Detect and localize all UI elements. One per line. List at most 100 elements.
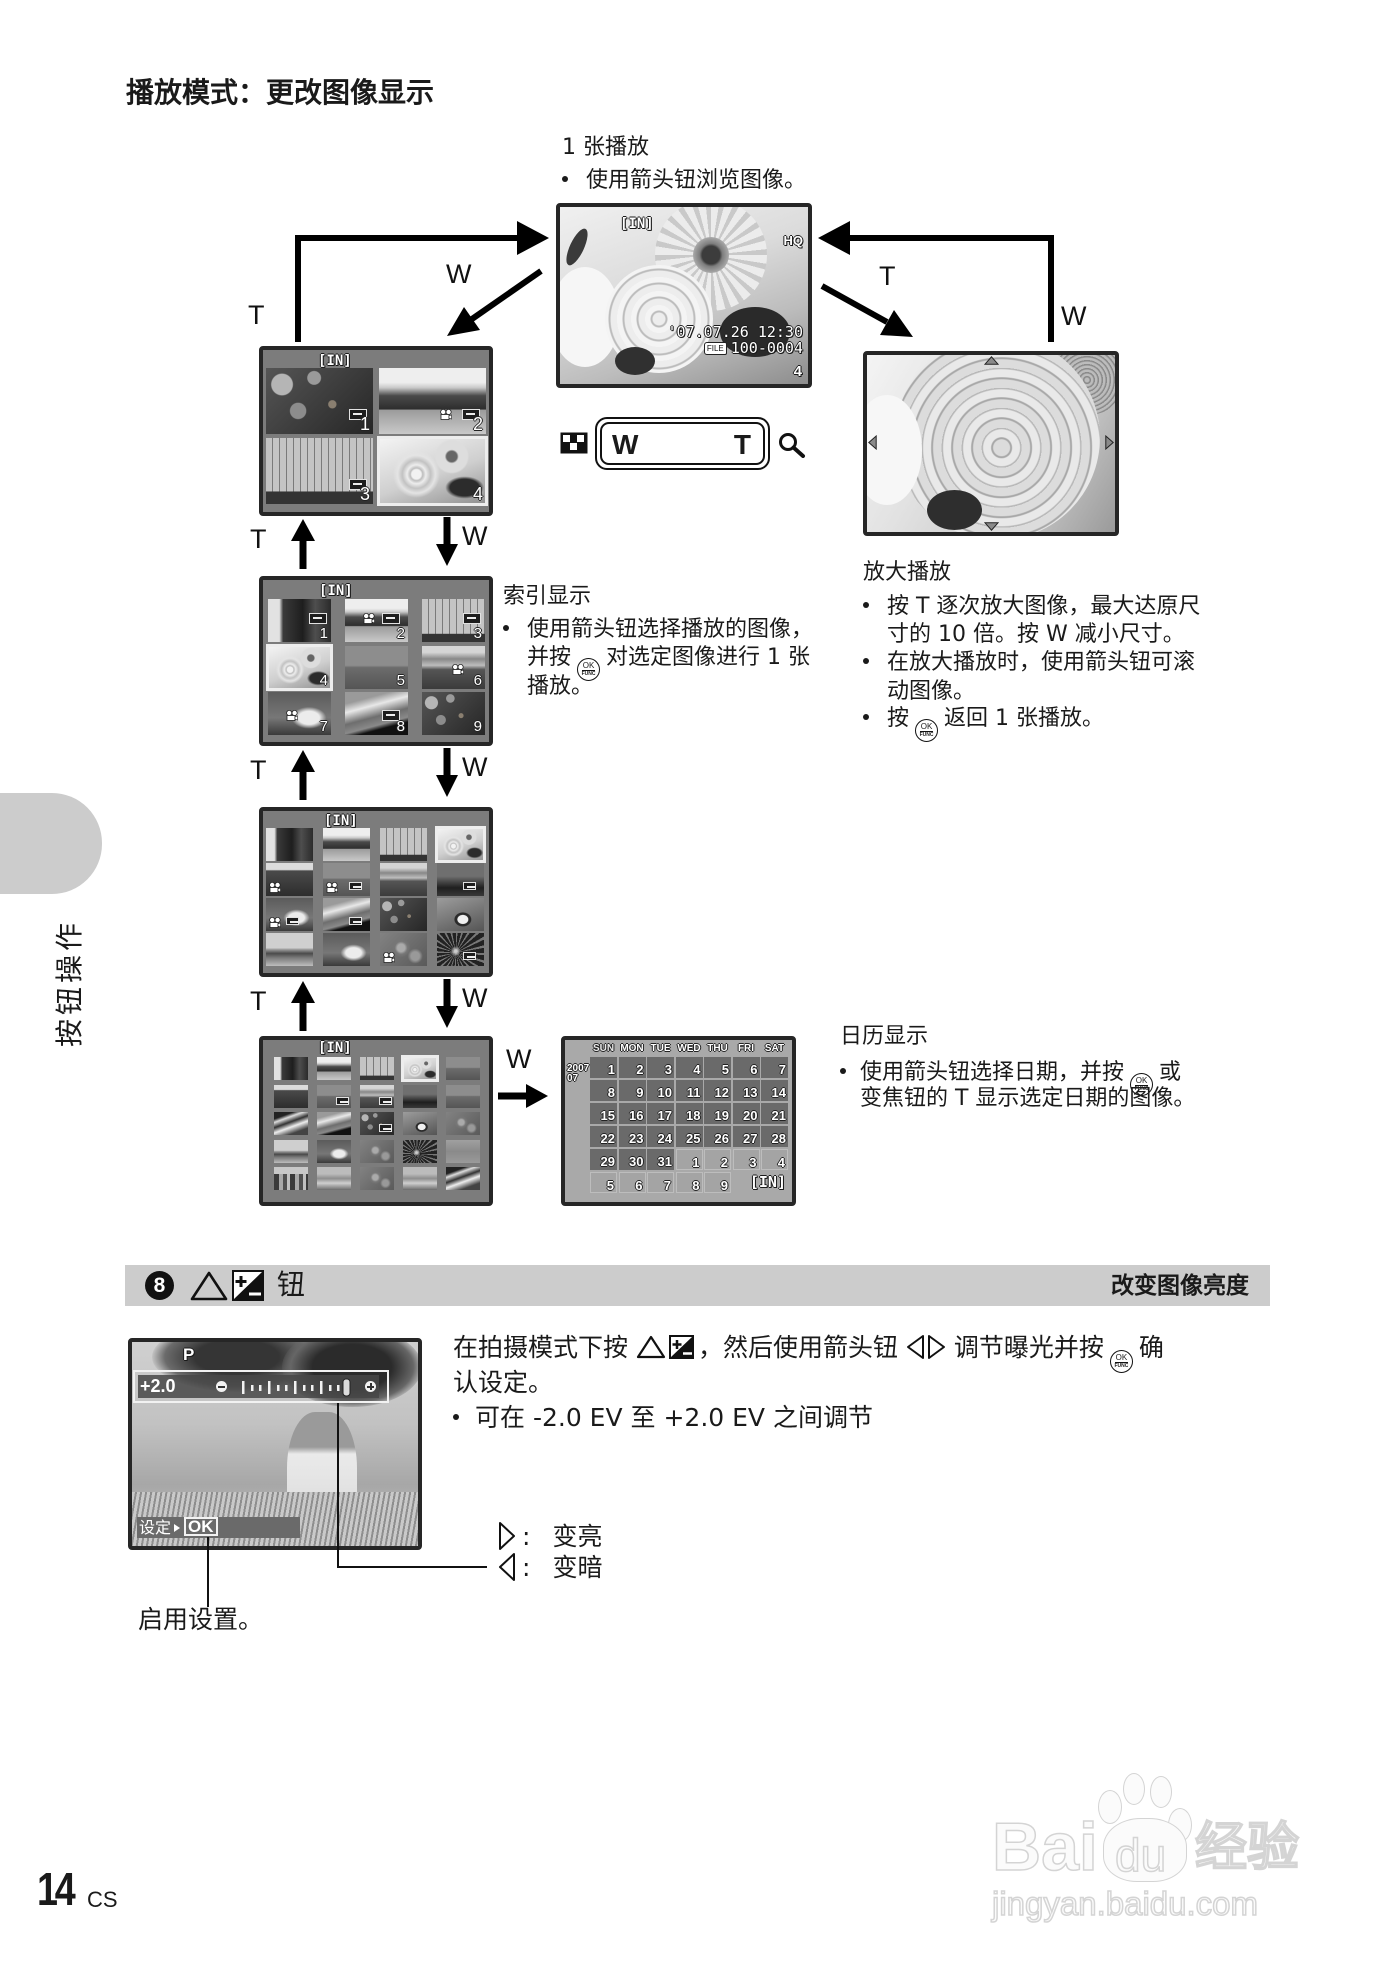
calendar-day: 11: [675, 1080, 703, 1101]
paw-toe: [1098, 1790, 1122, 1824]
wide-label: W: [446, 259, 472, 289]
file-number: 100-0004: [730, 339, 803, 357]
thumbnail-selected: 4: [266, 643, 333, 691]
thumbnail-selected: [435, 826, 486, 863]
thumbnail: [360, 1112, 394, 1135]
calendar-day-with-image: 31: [647, 1149, 674, 1170]
datetime-stamp: '07.07.26 12:30: [667, 323, 803, 341]
memory-indicator: [IN]: [318, 1040, 352, 1056]
thumbnail-grid-2x2: 1 2 3 4: [266, 368, 488, 506]
close-up-bullet-2-line-2: 动图像。: [887, 679, 976, 704]
calendar-day-next-month: 1: [675, 1149, 703, 1170]
thumbnail-grid-5x5: [274, 1055, 480, 1190]
arrowhead-up: [291, 519, 315, 541]
thumbnail: [266, 863, 313, 896]
weekday-label: FRI: [737, 1043, 755, 1054]
baidu-watermark: Bai du 经验 jingyan.baidu.com: [990, 1768, 1320, 1928]
exposure-text-part-3: 调节曝光并按: [953, 1333, 1104, 1362]
calendar-day: 21: [761, 1103, 788, 1124]
thumbnail: 6: [422, 645, 485, 689]
thumbnail: [446, 1139, 480, 1163]
calendar-year: 2007: [567, 1063, 590, 1074]
left-right-arrow-keys-icon: [906, 1335, 945, 1359]
thumbnail: [403, 1084, 437, 1108]
watermark-brand-left: Bai: [991, 1809, 1098, 1885]
func-label: FUNC: [1114, 1363, 1129, 1369]
photo-gerbera-center: [693, 237, 729, 273]
protect-icon: [336, 1096, 349, 1105]
weekday-label: MON: [620, 1043, 644, 1054]
weekday-label: WED: [677, 1043, 701, 1054]
thumbnail: [317, 1139, 351, 1163]
thumbnail: [380, 933, 427, 966]
bullet-dot: [503, 625, 509, 631]
wide-label: W: [462, 752, 488, 782]
zoom-lever-inner: W T: [600, 422, 765, 465]
thumbnail: [446, 1112, 480, 1135]
calendar-day: 20: [732, 1103, 760, 1124]
protect-icon: [463, 613, 481, 624]
thumbnail: 1: [268, 599, 331, 642]
calendar-day: 24: [647, 1126, 674, 1147]
tele-label: T: [248, 300, 265, 330]
calendar-day: 2: [618, 1057, 646, 1078]
calendar-day-with-image: 13: [732, 1080, 760, 1101]
callout-brighter-text: 变亮: [552, 1522, 603, 1551]
scroll-up-indicator-icon: [984, 356, 999, 365]
index-display-heading: 索引显示: [503, 584, 592, 609]
left-arrow-key-icon: [499, 1553, 515, 1581]
calendar-day: 26: [704, 1126, 731, 1147]
weekday-label: THU: [707, 1043, 728, 1054]
thumbnail: 8: [345, 692, 408, 735]
wide-label: W: [506, 1044, 532, 1074]
photo-dark-leaf: [615, 347, 655, 375]
index-4-screen: [IN] 1 2 3 4: [259, 346, 493, 516]
callout-brighter: :变亮: [498, 1521, 602, 1553]
photo-dark-leaf: [927, 490, 982, 530]
thumbnail: [274, 1139, 308, 1163]
calendar-day: 10: [647, 1080, 674, 1101]
calendar-day-next-month: 6: [618, 1172, 646, 1193]
exposure-compensation-icon: [190, 1270, 264, 1301]
movie-icon: [286, 710, 298, 721]
func-label: FUNC: [1134, 1086, 1149, 1092]
thumbnail: [266, 898, 313, 931]
index-bullet-line-2-before: 并按: [527, 645, 572, 670]
movie-icon: [326, 882, 338, 893]
index-grid-icon: [560, 432, 588, 454]
wide-label: W: [462, 983, 488, 1013]
arrowhead-down: [436, 1006, 458, 1028]
thumbnail: [274, 1167, 308, 1190]
calendar-day: 4: [675, 1057, 703, 1078]
calendar-bullet-line-1-before: 使用箭头钮选择日期，并按: [860, 1060, 1125, 1085]
language-code: CS: [87, 1887, 118, 1912]
ev-value: +2.0: [140, 1376, 176, 1396]
calendar-day: 23: [618, 1126, 646, 1147]
arrowhead-down: [436, 544, 458, 566]
protect-icon: [379, 1096, 392, 1105]
frame-number: 7: [319, 718, 328, 735]
calendar-bullet-line-1-after: 或: [1159, 1060, 1182, 1085]
calendar-day-with-image: 18: [675, 1103, 703, 1124]
single-frame-heading: 1 张播放: [562, 135, 649, 160]
close-up-screen: [863, 351, 1119, 536]
exposure-text-line-2: 认设定。: [453, 1368, 554, 1397]
protect-icon: [309, 613, 327, 624]
calendar-day-next-month: 7: [647, 1172, 674, 1193]
calendar-day: 16: [618, 1103, 646, 1124]
callout-darker: :变暗: [498, 1552, 602, 1584]
index-bullet-line-1: 使用箭头钮选择播放的图像，: [527, 617, 814, 642]
protect-icon: [349, 479, 367, 490]
exposure-compensation-icon: [636, 1335, 694, 1359]
section-number-badge: 8: [145, 1271, 174, 1300]
calendar-day-next-month: 3: [732, 1149, 760, 1170]
tele-label: T: [250, 986, 267, 1016]
bullet-dot: [840, 1068, 846, 1074]
memory-indicator: [IN]: [324, 813, 358, 829]
tele-label: T: [250, 524, 267, 554]
page-title: 播放模式：更改图像显示: [126, 76, 435, 109]
thumbnail: 7: [268, 692, 331, 735]
